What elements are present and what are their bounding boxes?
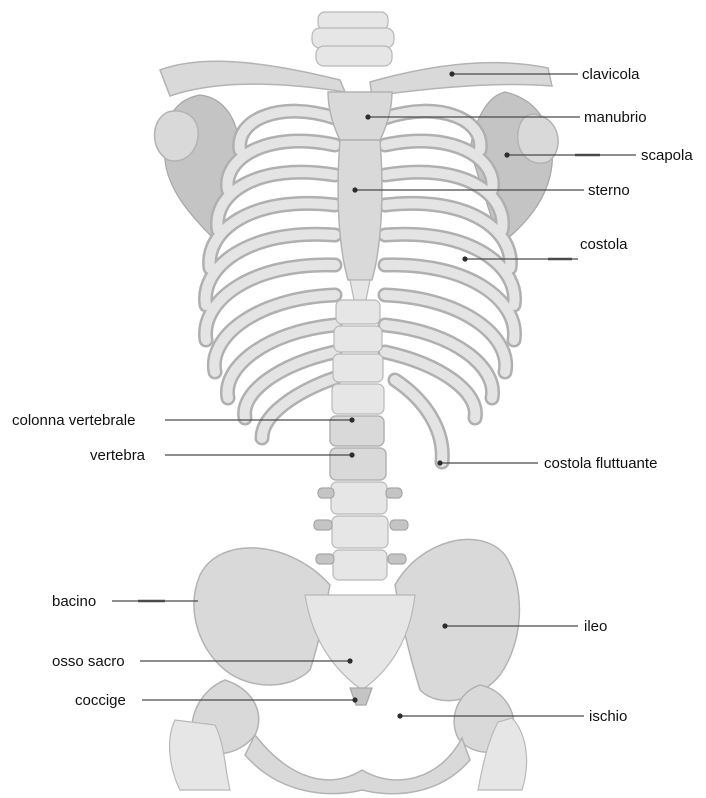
right-ilium	[395, 539, 519, 700]
label-manubrio: manubrio	[584, 109, 647, 126]
right-humerus-head	[518, 114, 559, 163]
left-clavicle	[160, 61, 345, 96]
manubrium	[328, 92, 392, 140]
right-clavicle	[370, 63, 552, 96]
label-costola-fluttuante: costola fluttuante	[544, 455, 657, 472]
cervical-spine	[312, 12, 394, 66]
sternum-body	[338, 140, 382, 280]
vertebral-column	[314, 300, 408, 580]
coccyx	[350, 688, 372, 705]
pubic-arch	[245, 735, 470, 794]
label-osso-sacro: osso sacro	[52, 653, 125, 670]
label-bacino: bacino	[52, 593, 96, 610]
label-vertebra: vertebra	[90, 447, 146, 464]
label-costola: costola	[580, 236, 628, 253]
label-sterno: sterno	[588, 182, 630, 199]
label-coccige: coccige	[75, 692, 126, 709]
skeleton-illustration	[155, 12, 559, 794]
sacrum	[305, 595, 415, 690]
label-ileo: ileo	[584, 618, 607, 635]
label-clavicola: clavicola	[582, 66, 640, 83]
label-scapola: scapola	[641, 147, 693, 164]
left-humerus-head	[155, 111, 199, 161]
label-ischio: ischio	[589, 708, 627, 725]
label-colonna-vertebrale: colonna vertebrale	[12, 412, 135, 429]
